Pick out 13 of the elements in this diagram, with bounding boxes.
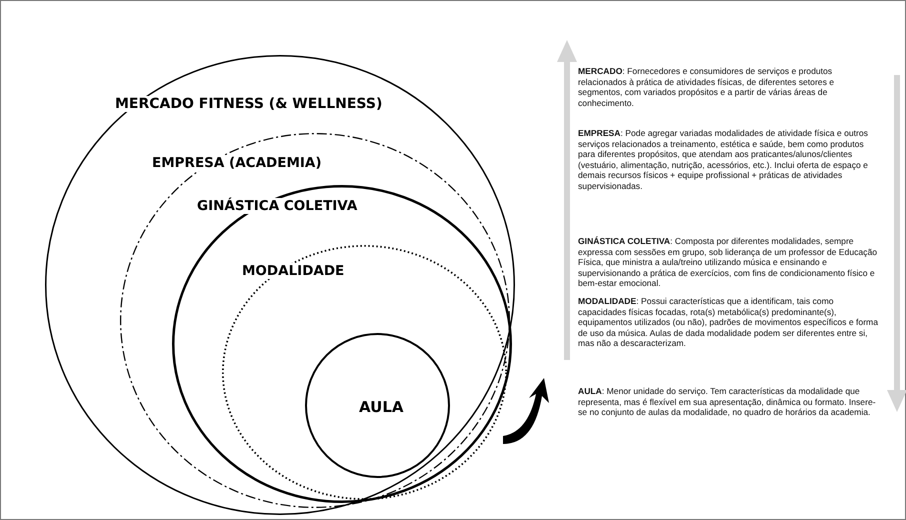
circle: [305, 333, 450, 478]
description-paragraph: MERCADO: Fornecedores e consumidores de serviços e produtos relacionados à prática de atividades físicas, de diferentes setores e segmentos, com variados propósitos e a partir de várias áreas de conhecimento.: [578, 66, 836, 108]
circle: [222, 245, 507, 500]
description-paragraph: MODALIDADE: Possui características que a identificam, tais como capacidades físicas focadas, rota(s) metabólica(s) predominante(s), equipamentos utilizados (ou não), padrões de movimentos específicos e forma de uso da música. Aulas de dada modalidade podem ser diferentes entre si, mas não a descaracterizam.: [578, 296, 878, 349]
circle-label: MERCADO FITNESS (& WELLNESS): [113, 96, 384, 112]
circle: [45, 55, 515, 515]
circle-label: GINÁSTICA COLETIVA: [195, 198, 360, 214]
description-paragraph: GINÁSTICA COLETIVA: Composta por diferentes modalidades, sempre expressa com sessões em grupo, sob liderança de um professor de Educação Física, que ministra a aula/treino utilizando música e ensinando e supervisionando a prática de exercícios, com fins de condicionamento físico e bem-estar emocional.: [578, 236, 878, 289]
description-paragraph: EMPRESA: Pode agregar variadas modalidades de atividade física e outros serviços relacionados a treinamento, estética e saúde, bem como produtos para diferentes propósitos, que atendam aos praticantes/alunos/clientes (vestuário, alimentação, nutrição, acessórios, etc.). Inclui oferta de espaço e demais recursos físicos + equipe profissional + práticas de atividades supervisionadas.: [578, 128, 869, 192]
circle-label: MODALIDADE: [240, 263, 346, 279]
circle: [172, 185, 512, 503]
circle: [120, 133, 510, 508]
description-paragraph: AULA: Menor unidade do serviço. Tem características da modalidade que representa, mas é flexível em sua apresentação, dinâmica ou formato. Insere-se no conjunto de aulas da modalidade, no quadro de horários da academia.: [578, 386, 877, 418]
